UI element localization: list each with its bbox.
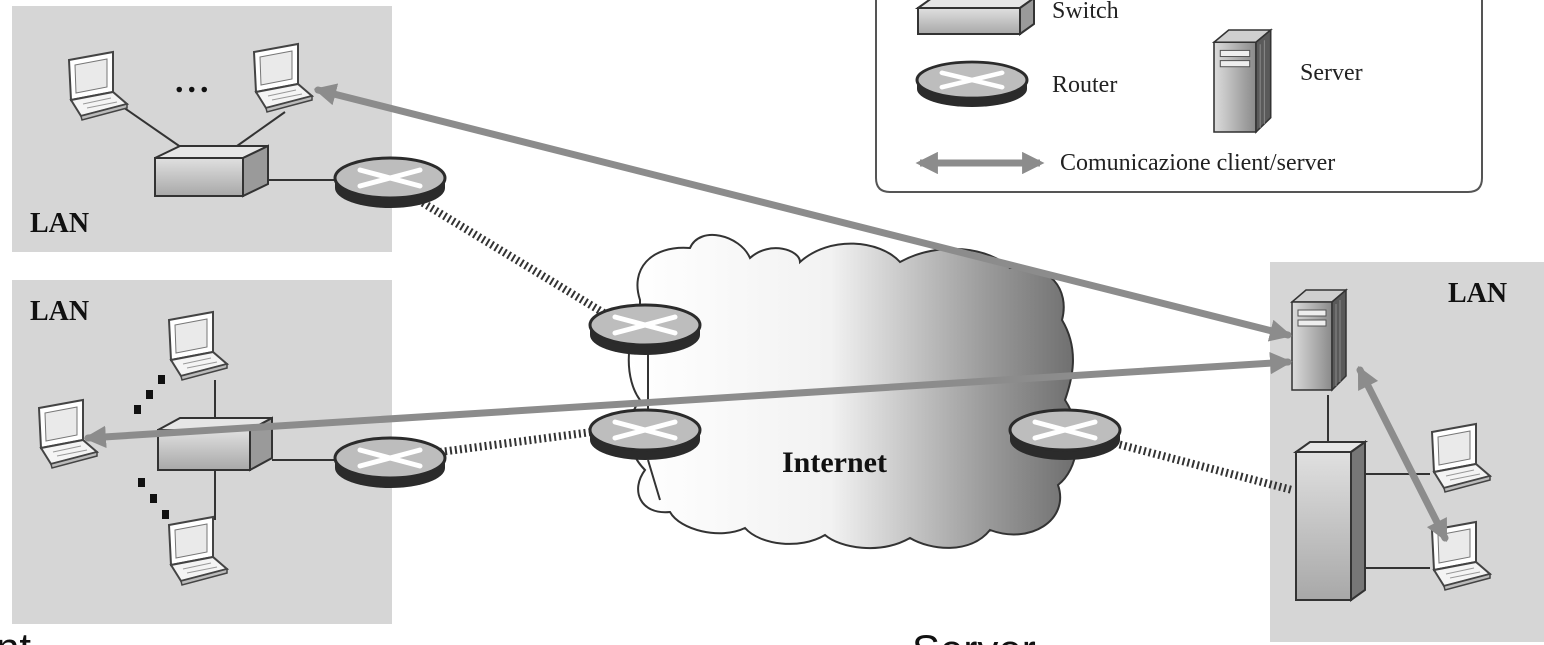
legend-switch-label: Switch <box>1052 0 1119 24</box>
lan-label-bottom-left: LAN <box>30 296 89 327</box>
fanout-dot <box>146 390 153 399</box>
legend-link-label: Comunicazione client/server <box>1060 150 1335 176</box>
legend-switch-icon <box>914 0 1035 36</box>
caption-left: nt <box>0 624 31 645</box>
link-laptop1-switch <box>119 104 186 151</box>
router-icon <box>590 305 700 355</box>
switch-icon <box>1292 440 1369 602</box>
switch-icon <box>154 144 269 198</box>
wan-link-bottom-left <box>439 428 593 456</box>
legend-router-label: Router <box>1052 72 1117 98</box>
server-icon <box>1291 289 1347 391</box>
client-server-arrow <box>83 351 1293 449</box>
fanout-dot <box>150 494 157 503</box>
wan-link-right <box>1108 438 1294 494</box>
router-icon <box>335 438 445 488</box>
router-icon <box>590 410 700 460</box>
fanout-dot <box>138 478 145 487</box>
wan-link-top-left <box>407 191 615 322</box>
router-icon <box>335 158 445 208</box>
caption-right: Server <box>912 626 1036 645</box>
legend-server-label: Server <box>1300 60 1363 86</box>
ellipsis-more-laptops: ... <box>175 63 213 100</box>
router-icon <box>1010 410 1120 460</box>
fanout-dot <box>162 510 169 519</box>
client-server-arrow <box>313 83 1293 342</box>
link-bottom-router-down <box>647 459 661 501</box>
legend-server-icon <box>1213 29 1272 133</box>
client-server-arrow <box>1356 366 1449 542</box>
legend-router-icon <box>917 62 1027 107</box>
lan-label-right: LAN <box>1448 278 1507 309</box>
internet-label: Internet <box>782 446 887 479</box>
fanout-dot <box>134 405 141 414</box>
fanout-dot <box>158 375 165 384</box>
legend: Switch Router Server Comunicazione clien… <box>875 0 1483 193</box>
lan-label-top-left: LAN <box>30 208 89 239</box>
